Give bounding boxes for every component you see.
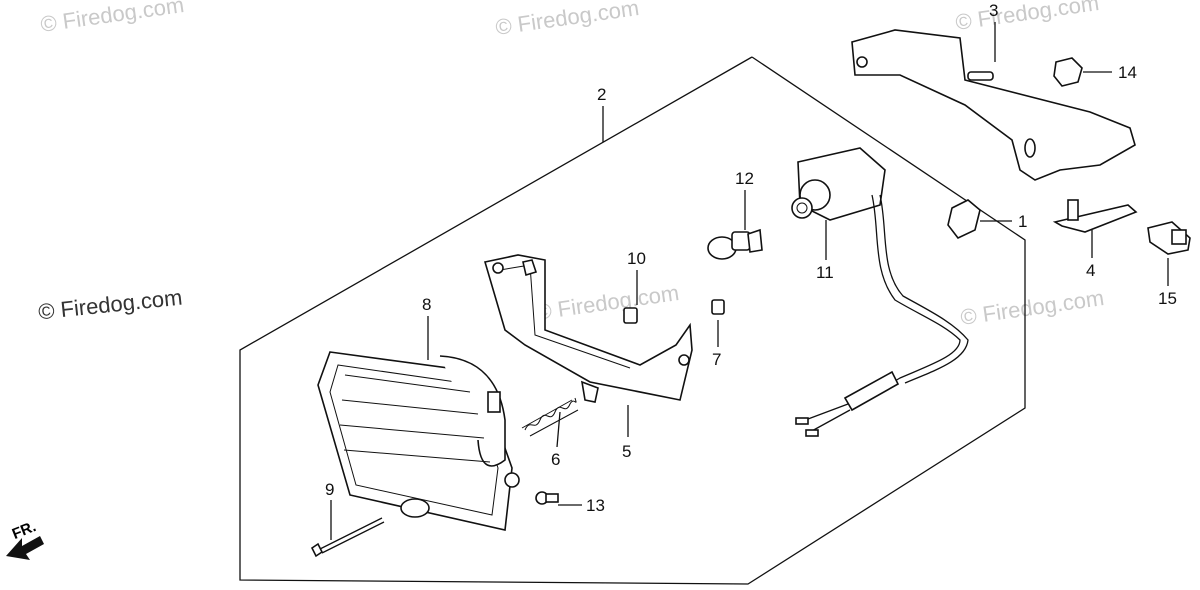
leader-lines bbox=[330, 22, 1169, 540]
bolt-15 bbox=[1147, 221, 1191, 255]
callout-13: 13 bbox=[586, 496, 605, 515]
callout-2: 2 bbox=[597, 85, 606, 104]
callout-7: 7 bbox=[712, 350, 721, 369]
stay-4 bbox=[1052, 199, 1138, 233]
nut-14 bbox=[1053, 57, 1083, 87]
callout-15: 15 bbox=[1158, 289, 1177, 308]
clamp-1 bbox=[947, 199, 981, 239]
nut-10 bbox=[623, 307, 638, 324]
headlight-bracket bbox=[483, 254, 693, 403]
callout-11: 11 bbox=[816, 263, 834, 282]
screw-13 bbox=[535, 491, 559, 505]
callout-5: 5 bbox=[622, 442, 631, 461]
callout-1: 1 bbox=[1018, 212, 1027, 231]
headlight-housing bbox=[317, 351, 520, 531]
callout-6: 6 bbox=[551, 450, 560, 469]
front-arrow-icon bbox=[6, 536, 44, 560]
screw-9 bbox=[310, 517, 385, 558]
callout-3: 3 bbox=[989, 1, 998, 20]
callout-14: 14 bbox=[1118, 63, 1137, 82]
callout-8: 8 bbox=[422, 295, 431, 314]
callout-4: 4 bbox=[1086, 261, 1095, 280]
callout-10: 10 bbox=[627, 249, 646, 268]
socket-11 bbox=[791, 147, 969, 437]
adjusting-spring bbox=[521, 397, 579, 437]
bulb-12 bbox=[707, 228, 763, 260]
washer-7 bbox=[711, 299, 725, 315]
assembly-outline bbox=[239, 56, 1026, 585]
callout-12: 12 bbox=[735, 169, 754, 188]
upper-bracket-3 bbox=[851, 29, 1136, 181]
callout-9: 9 bbox=[325, 480, 334, 499]
